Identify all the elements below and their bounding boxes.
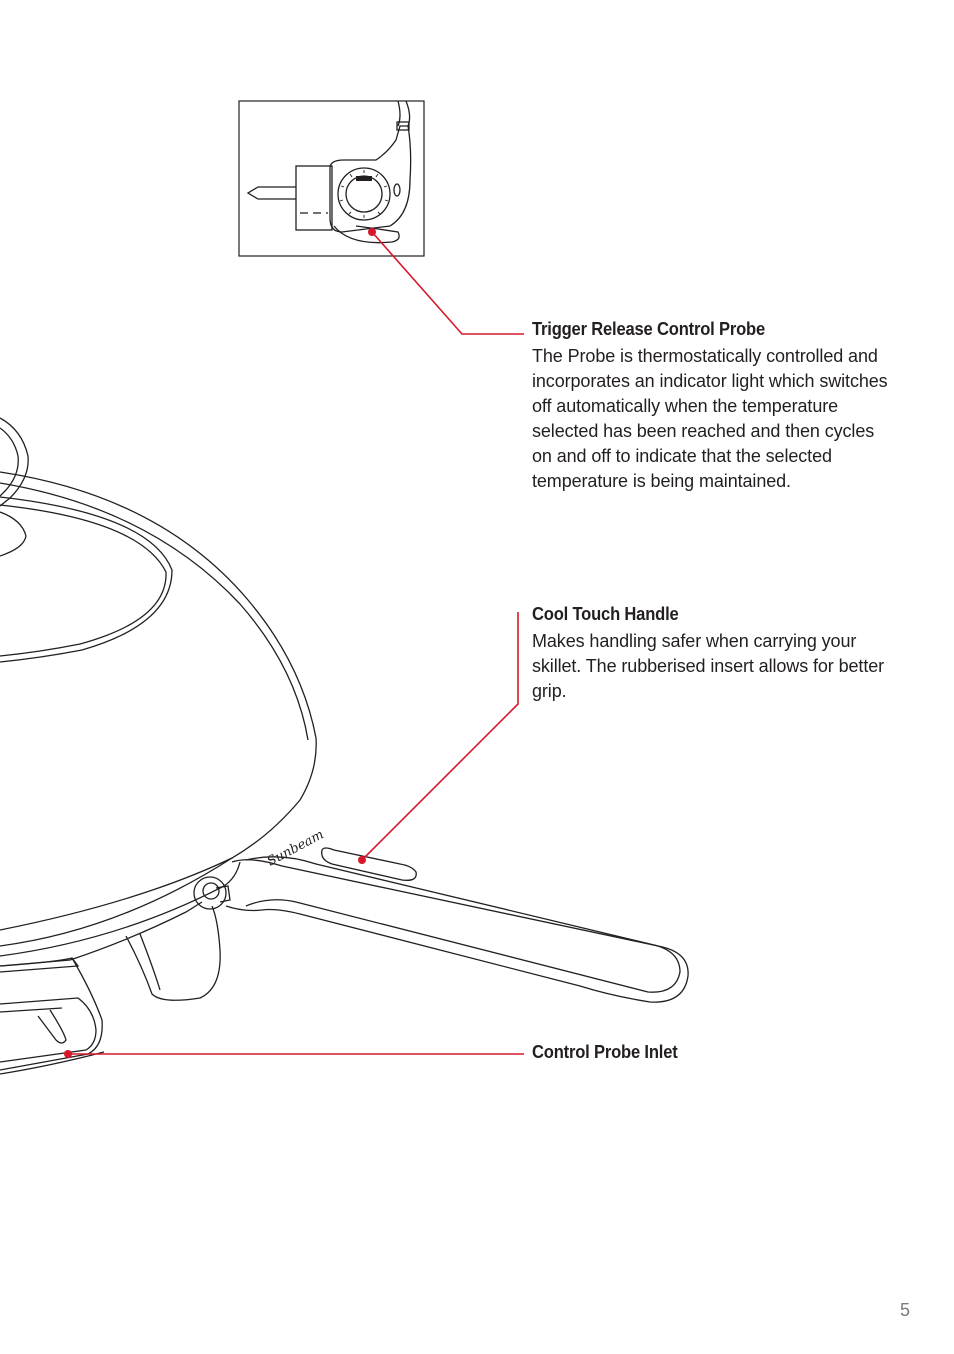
page-number: 5 bbox=[899, 1300, 910, 1320]
handle-screw bbox=[193, 876, 227, 910]
callout-body: Makes handling safer when carrying your … bbox=[532, 631, 885, 701]
callout-title: Control Probe Inlet bbox=[532, 1042, 678, 1062]
leader-dot-inlet bbox=[64, 1050, 72, 1058]
indicator-light bbox=[393, 183, 401, 197]
leader-line-trigger bbox=[371, 231, 524, 335]
callout-title: Cool Touch Handle bbox=[532, 604, 679, 624]
callout-body: The Probe is thermostatically controlled… bbox=[532, 346, 888, 491]
probe-sleeve bbox=[295, 165, 333, 231]
callout-trigger-release-control-probe: Trigger Release Control Probe The Probe … bbox=[532, 319, 912, 494]
leader-dot-trigger bbox=[368, 228, 376, 236]
lid-dome bbox=[0, 471, 317, 931]
callout-control-probe-inlet: Control Probe Inlet bbox=[532, 1042, 912, 1067]
skillet bbox=[0, 417, 689, 1075]
temperature-dial bbox=[337, 167, 391, 221]
leader-line-handle bbox=[361, 612, 519, 861]
probe-inset bbox=[238, 100, 425, 257]
pan-leg bbox=[125, 905, 221, 1001]
leader-lines bbox=[64, 228, 524, 1058]
probe-inset-frame bbox=[238, 100, 425, 257]
probe-inlet-pin bbox=[37, 1009, 67, 1044]
rubber-insert bbox=[321, 847, 417, 881]
sunbeam-logo: Sunbeam bbox=[265, 827, 327, 869]
cool-touch-handle bbox=[225, 859, 689, 1003]
pan-rim bbox=[0, 857, 233, 947]
callout-cool-touch-handle: Cool Touch Handle Makes handling safer w… bbox=[532, 604, 912, 704]
lid-knob bbox=[0, 417, 29, 507]
probe-trigger bbox=[333, 225, 400, 244]
probe-prong bbox=[246, 186, 296, 200]
probe-inlet-housing bbox=[0, 957, 103, 1071]
leader-dot-handle bbox=[358, 856, 366, 864]
callout-title: Trigger Release Control Probe bbox=[532, 319, 766, 339]
